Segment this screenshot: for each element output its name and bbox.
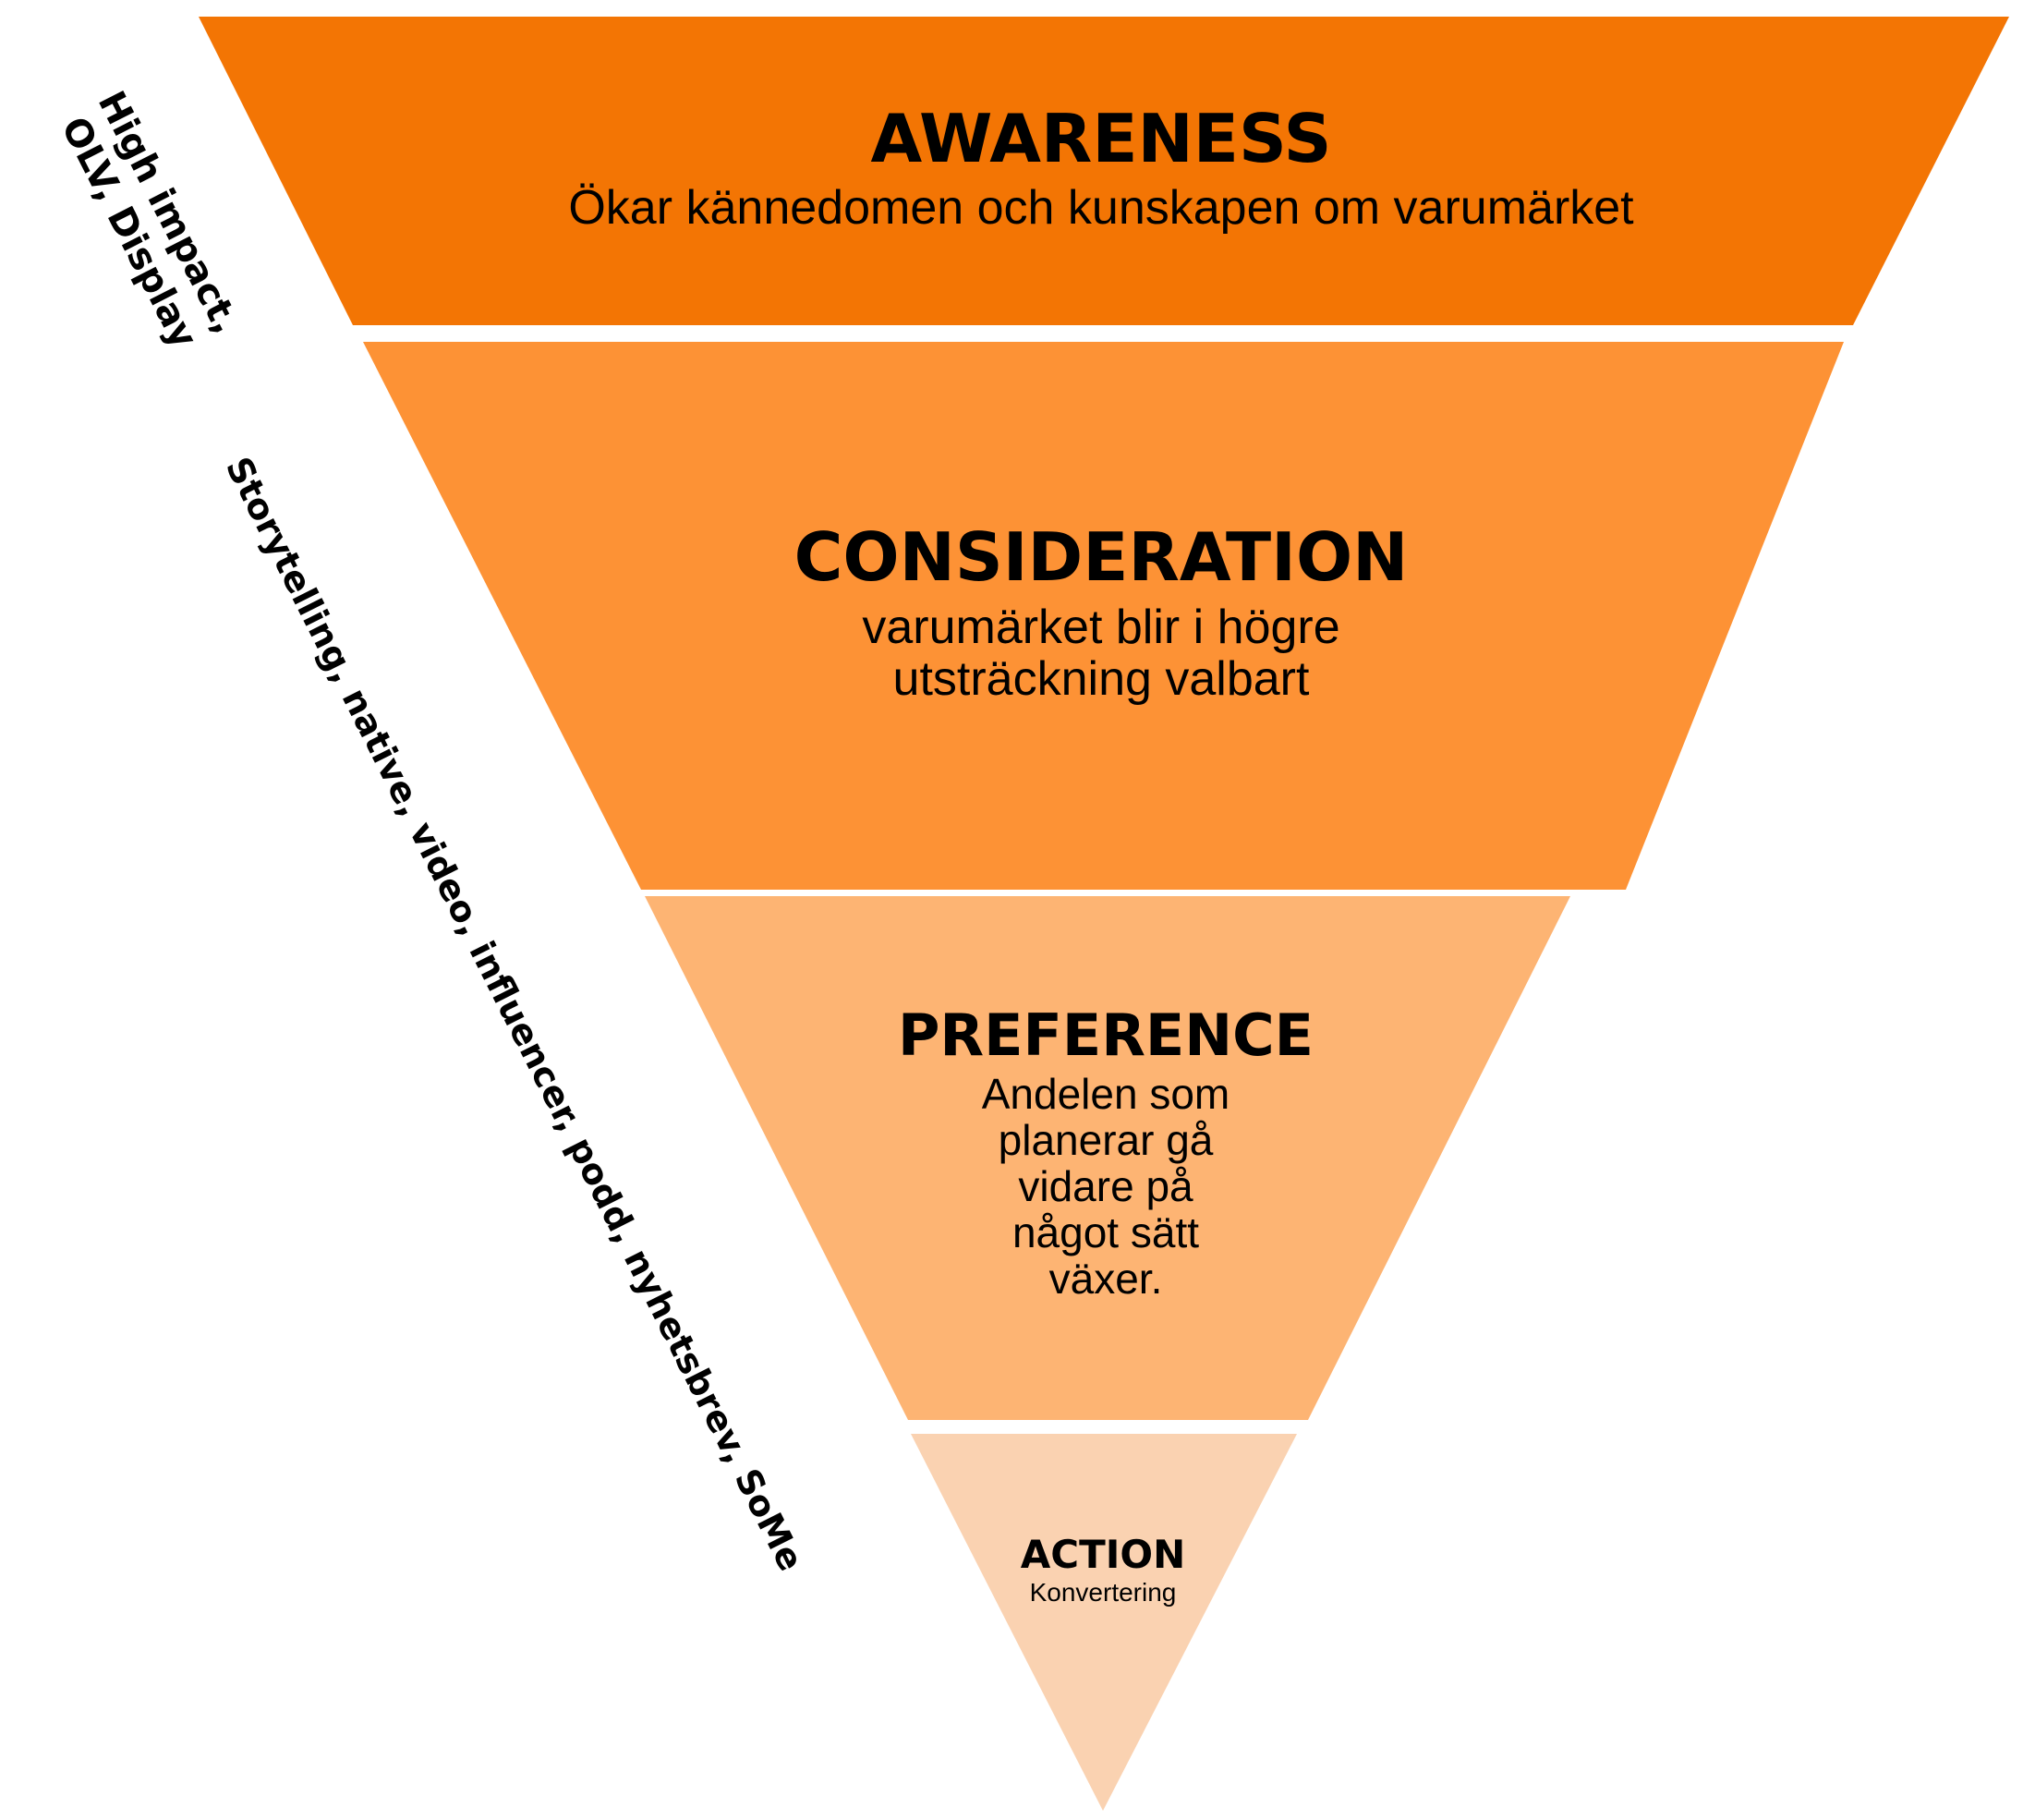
stage-awareness: AWARENESS Ökar kännedomen och kunskapen … bbox=[199, 17, 2009, 325]
stage-preference-description-line-4: något sätt bbox=[1012, 1208, 1199, 1256]
stage-preference-title: PREFERENCE bbox=[898, 1001, 1314, 1069]
stage-action-description: Konvertering bbox=[1030, 1578, 1177, 1607]
stage-preference-description-line-3: vidare på bbox=[1018, 1162, 1193, 1210]
stage-action-title: ACTION bbox=[1021, 1532, 1185, 1577]
stage-consideration-band bbox=[363, 342, 1844, 890]
stage-awareness-title: AWARENESS bbox=[871, 100, 1332, 177]
stage-action: ACTION Konvertering bbox=[911, 1434, 1297, 1811]
side-label-high-impact: High impact, OLV, Display bbox=[53, 85, 248, 356]
stage-consideration-description-line-2: utsträckning valbart bbox=[893, 652, 1310, 706]
stage-consideration-description-line-1: varumärket blir i högre bbox=[862, 601, 1339, 654]
stage-preference-description-line-1: Andelen som bbox=[982, 1070, 1230, 1118]
stage-preference-description-line-5: växer. bbox=[1049, 1255, 1163, 1303]
stage-awareness-description: Ökar kännedomen och kunskapen om varumär… bbox=[568, 181, 1634, 235]
stage-preference-band bbox=[645, 896, 1570, 1420]
stage-consideration: CONSIDERATION varumärket blir i högre ut… bbox=[363, 342, 1844, 890]
stage-consideration-title: CONSIDERATION bbox=[794, 518, 1409, 596]
stage-preference-description-line-2: planerar gå bbox=[999, 1116, 1214, 1164]
stage-preference: PREFERENCE Andelen som planerar gå vidar… bbox=[645, 896, 1570, 1420]
stage-action-band bbox=[911, 1434, 1297, 1811]
stage-awareness-band bbox=[199, 17, 2009, 325]
